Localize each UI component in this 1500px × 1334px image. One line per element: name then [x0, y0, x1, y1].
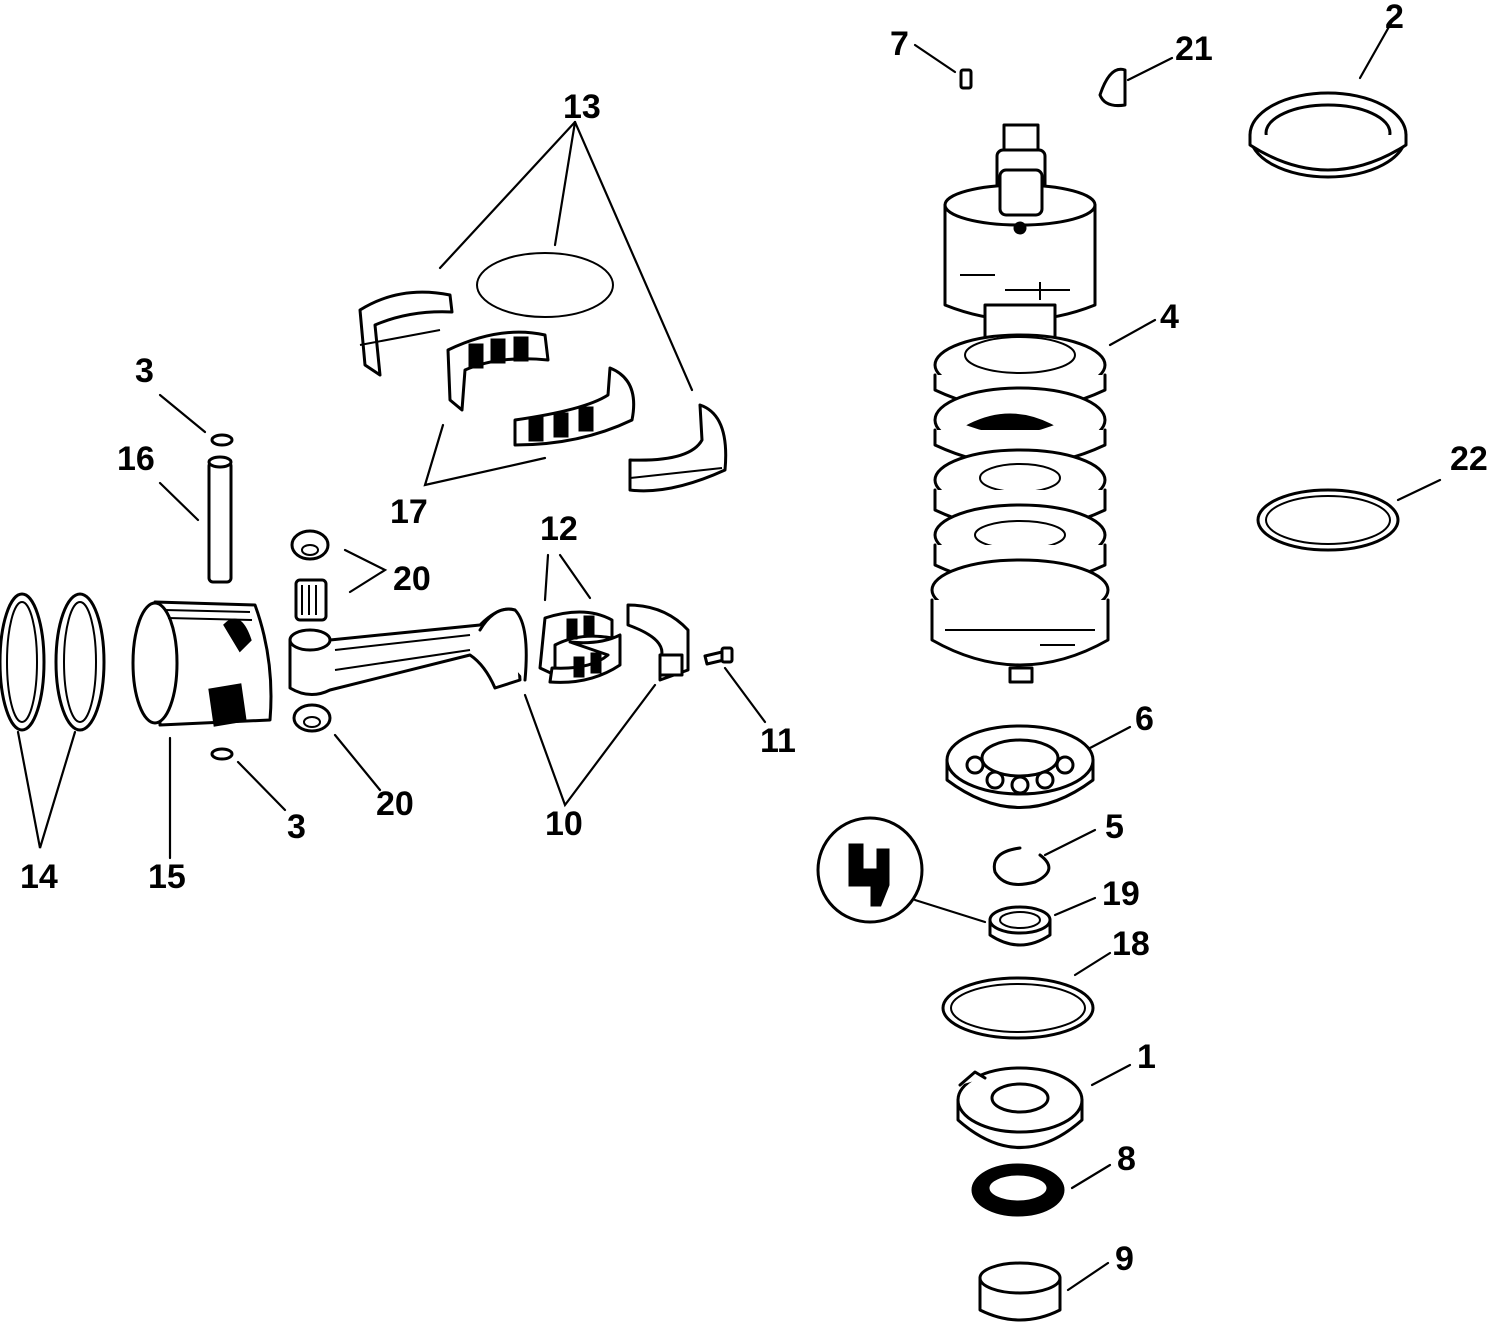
part-6-bearing	[945, 724, 1095, 809]
part-2-seal	[1248, 91, 1408, 179]
part-11-bolt	[703, 646, 734, 666]
callout-16: 16	[117, 440, 155, 478]
seal-detail-inset	[816, 816, 987, 924]
part-15-piston	[131, 600, 273, 727]
callout-4: 4	[1160, 298, 1179, 336]
callout-7: 7	[890, 25, 909, 63]
callout-6: 6	[1135, 700, 1154, 738]
callout-10: 10	[545, 805, 583, 843]
part-16-wrist-pin	[207, 455, 233, 584]
callout-20-bottom: 20	[376, 785, 414, 823]
callout-19: 19	[1102, 875, 1140, 913]
part-12-cage	[538, 610, 622, 684]
part-1-end-cap	[956, 1066, 1084, 1149]
part-3-clip-top	[210, 433, 234, 447]
callout-3-bottom: 3	[287, 808, 306, 846]
part-8-seal	[971, 1163, 1065, 1217]
part-18-oring	[941, 976, 1095, 1040]
part-13-bearing-half-left	[358, 290, 454, 377]
part-17-cage-upper	[446, 330, 550, 412]
callout-17: 17	[390, 493, 428, 531]
callout-3-top: 3	[135, 352, 154, 390]
part-20-washer-bottom	[292, 703, 332, 733]
part-17-cage-lower	[513, 366, 636, 447]
callout-14: 14	[20, 858, 58, 896]
part-13-ring	[476, 252, 614, 318]
part-20-washer-top	[290, 529, 330, 561]
callout-8: 8	[1117, 1140, 1136, 1178]
part-10-rod-cap	[626, 603, 690, 682]
callout-22: 22	[1450, 440, 1488, 478]
crankshaft	[930, 123, 1110, 684]
part-22-ring	[1256, 488, 1400, 552]
part-9-sleeve	[978, 1261, 1062, 1322]
part-13-bearing-half-right	[628, 403, 728, 493]
part-14-rings	[0, 592, 106, 732]
connecting-rod	[288, 607, 528, 696]
callout-9: 9	[1115, 1240, 1134, 1278]
callout-1: 1	[1137, 1038, 1156, 1076]
callout-12: 12	[540, 510, 578, 548]
part-5-retaining-ring	[992, 846, 1051, 886]
callout-15: 15	[148, 858, 186, 896]
part-20-needle-bearing	[294, 578, 328, 622]
callout-11: 11	[760, 722, 796, 760]
leader-lines	[16, 23, 1442, 1292]
part-3-clip-bottom	[210, 747, 234, 761]
part-21-key	[1098, 67, 1127, 107]
part-19-seal	[988, 905, 1052, 947]
callout-21: 21	[1175, 30, 1213, 68]
callout-5: 5	[1105, 808, 1124, 846]
callout-20-top: 20	[393, 560, 431, 598]
callout-18: 18	[1112, 925, 1150, 963]
part-7-pin	[959, 68, 973, 90]
callout-13: 13	[563, 88, 601, 126]
callout-2: 2	[1385, 0, 1404, 36]
